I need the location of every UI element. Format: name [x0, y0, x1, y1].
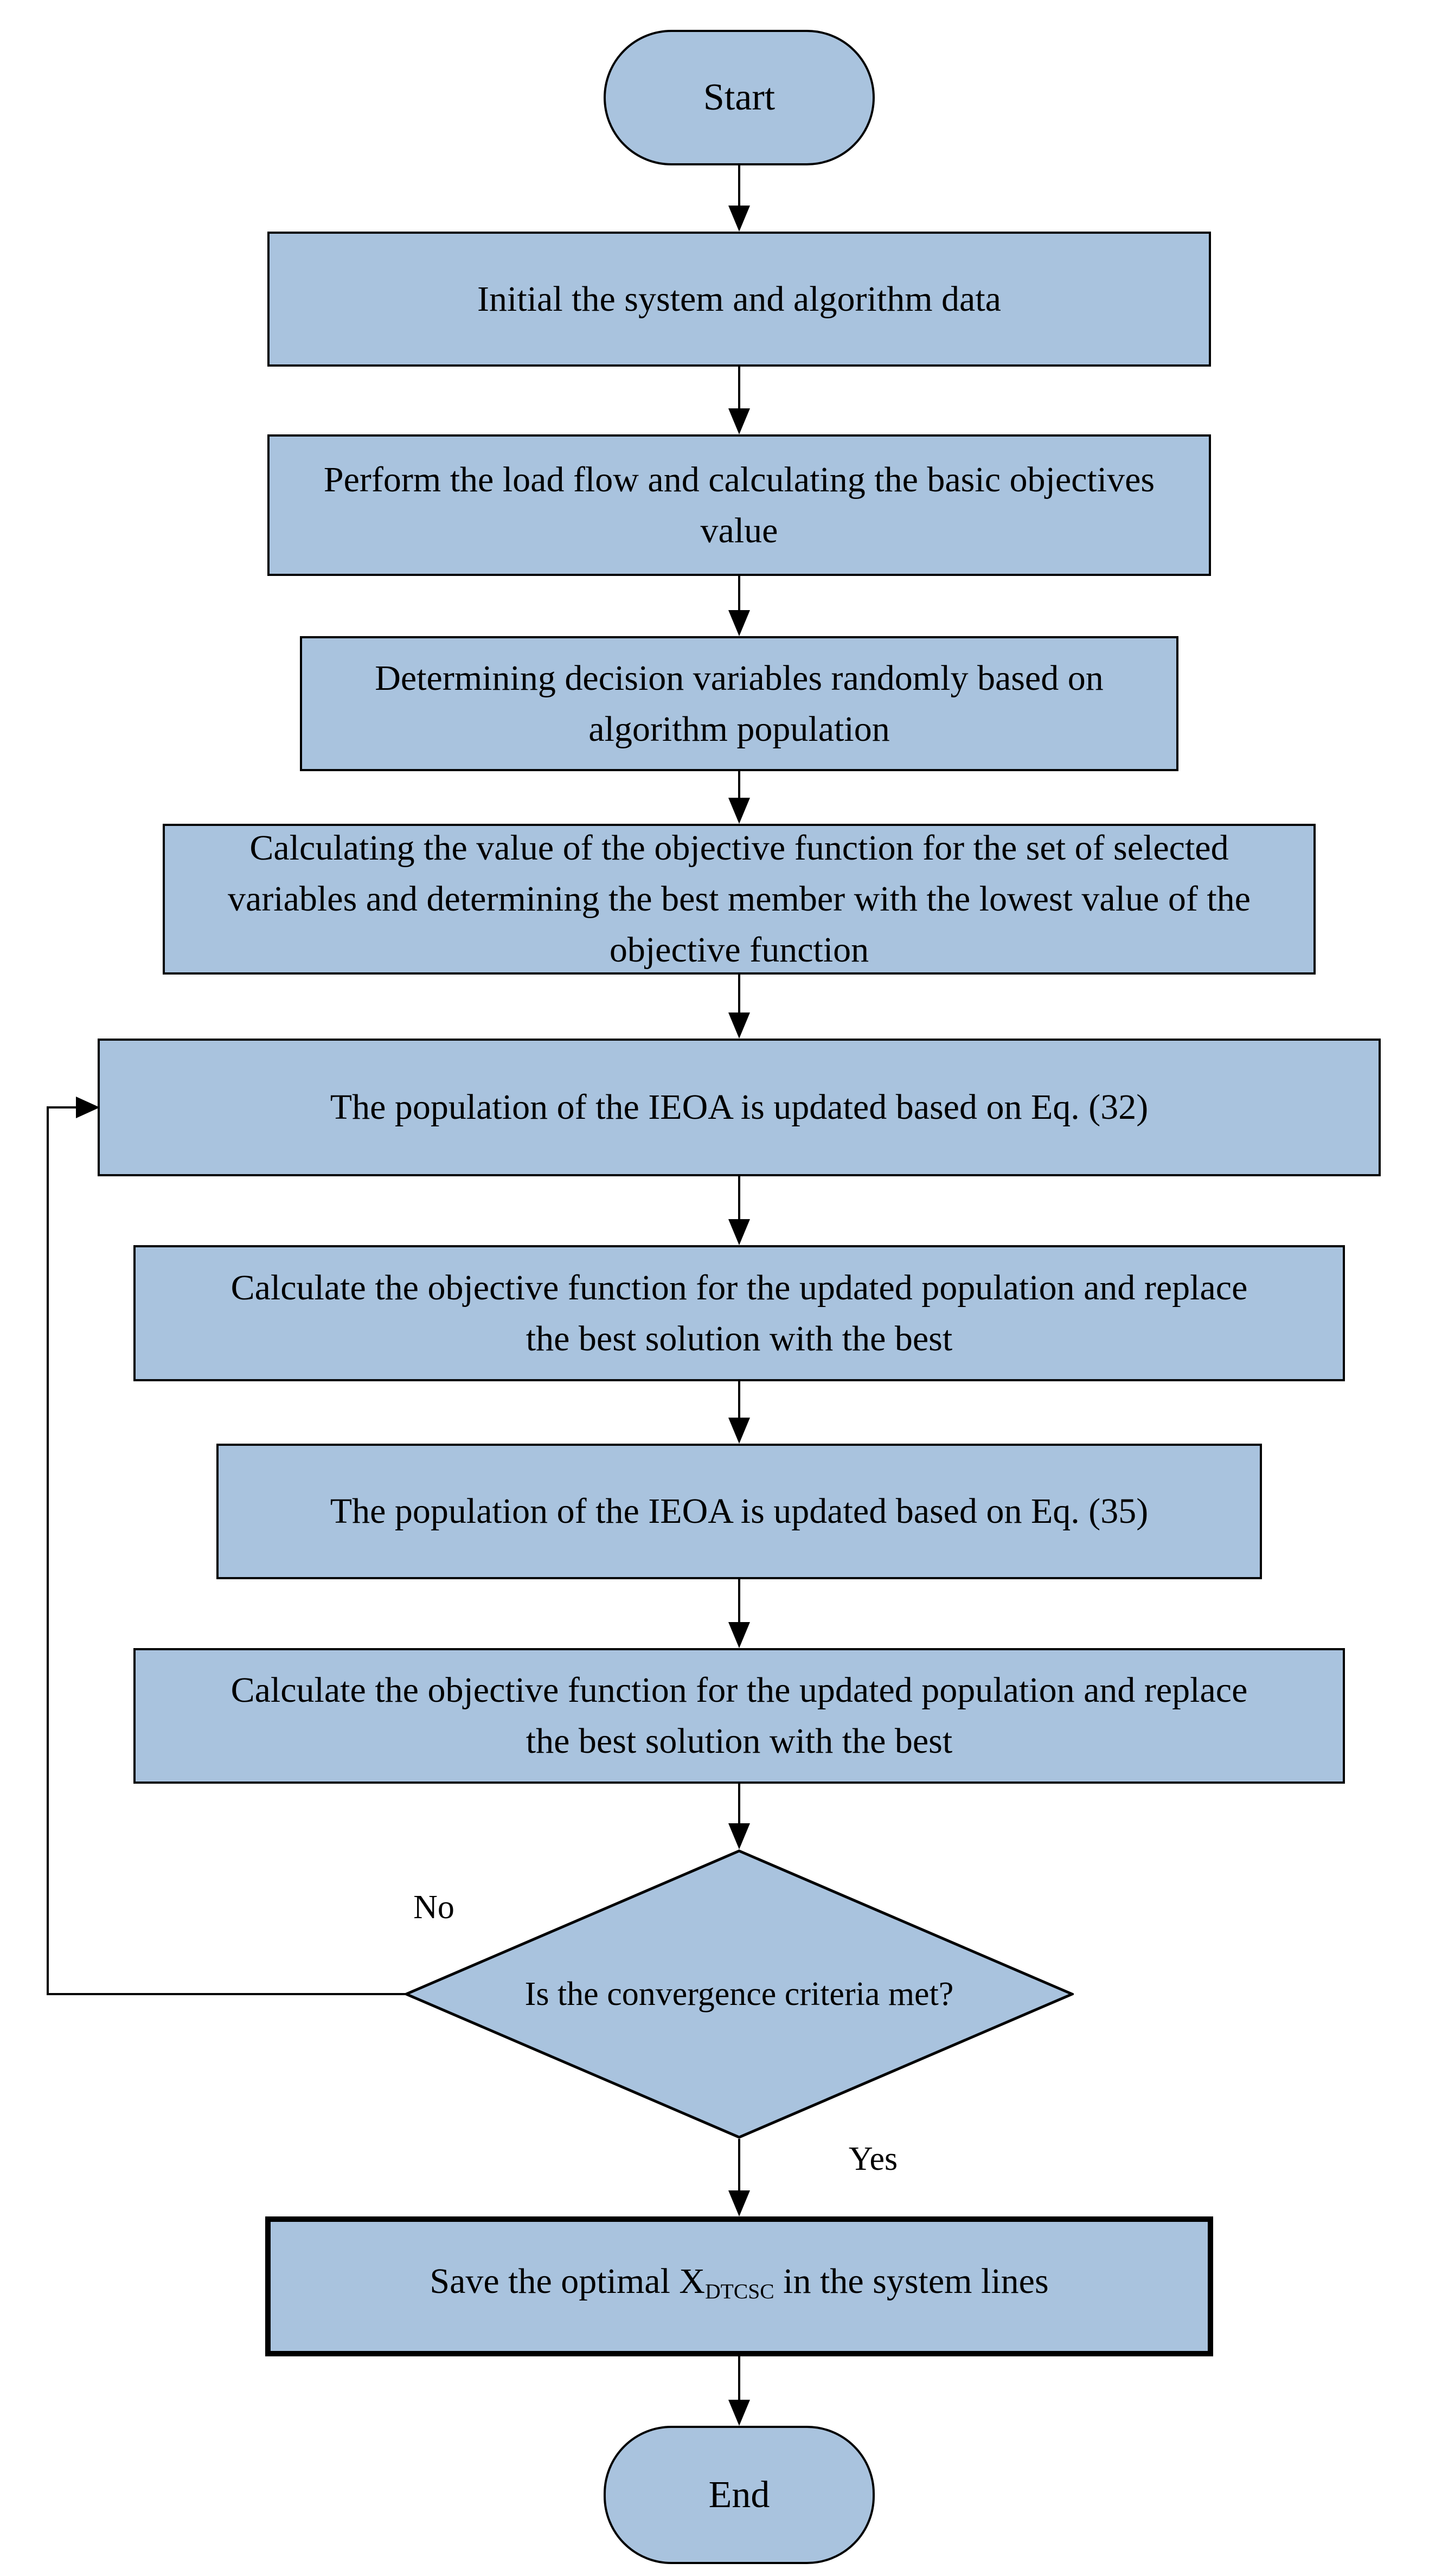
arrow-down-icon — [728, 1622, 750, 1648]
arrow-down-icon — [728, 798, 750, 824]
node-convergence-diamond — [405, 1849, 1074, 2139]
connector-save-end — [738, 2356, 740, 2400]
node-replace-best-2: Calculate the objective function for the… — [133, 1648, 1345, 1784]
connector-replace2-decision — [738, 1784, 740, 1823]
node-convergence-label: Is the convergence criteria met? — [524, 1975, 954, 2013]
node-calc-objective-line2: variables and determining the best membe… — [228, 879, 1251, 919]
connector-calc-eq32 — [738, 975, 740, 1013]
edge-label-yes: Yes — [848, 2141, 898, 2177]
node-decision-vars: Determining decision variables randomly … — [300, 636, 1178, 771]
node-decision-vars-line2: algorithm population — [588, 709, 890, 749]
node-update-eq35: The population of the IEOA is updated ba… — [216, 1444, 1262, 1579]
edge-label-no: No — [413, 1889, 454, 1926]
node-calc-objective-line3: objective function — [609, 930, 869, 970]
connector-no-vertical — [47, 1106, 49, 1995]
node-end-label: End — [708, 2474, 770, 2516]
arrow-down-icon — [728, 1418, 750, 1444]
connector-no-horizontal — [47, 1993, 407, 1995]
connector-vars-calc — [738, 771, 740, 798]
arrow-down-icon — [728, 1823, 750, 1849]
arrow-down-icon — [728, 1219, 750, 1245]
save-label-subscript: DTCSC — [705, 2279, 774, 2303]
node-replace-best-1-line1: Calculate the objective function for the… — [230, 1267, 1248, 1308]
arrow-down-icon — [728, 206, 750, 232]
node-start: Start — [604, 30, 875, 165]
arrow-right-icon — [76, 1097, 100, 1118]
node-update-eq32: The population of the IEOA is updated ba… — [98, 1039, 1381, 1176]
arrow-down-icon — [728, 2400, 750, 2426]
node-save-optimal-label: Save the optimal XDTCSC in the system li… — [430, 2256, 1048, 2317]
node-save-optimal: Save the optimal XDTCSC in the system li… — [265, 2216, 1213, 2356]
connector-eq35-replace2 — [738, 1579, 740, 1622]
connector-no-return — [47, 1106, 78, 1108]
save-label-pre: Save the optimal X — [430, 2261, 706, 2302]
connector-eq32-replace1 — [738, 1176, 740, 1219]
node-load-flow-line1: Perform the load flow and calculating th… — [323, 459, 1155, 499]
node-replace-best-2-line2: the best solution with the best — [526, 1721, 953, 1761]
arrow-down-icon — [728, 408, 750, 434]
arrow-down-icon — [728, 1013, 750, 1039]
node-calc-objective: Calculating the value of the objective f… — [163, 824, 1316, 975]
node-update-eq32-label: The population of the IEOA is updated ba… — [330, 1087, 1149, 1127]
node-load-flow: Perform the load flow and calculating th… — [267, 434, 1211, 576]
diamond-shape — [405, 1849, 1074, 2139]
connector-loadflow-vars — [738, 576, 740, 610]
connector-decision-save — [738, 2139, 740, 2190]
node-end: End — [604, 2426, 875, 2564]
node-init-data-label: Initial the system and algorithm data — [477, 279, 1001, 319]
node-calc-objective-line1: Calculating the value of the objective f… — [249, 828, 1229, 868]
arrow-down-icon — [728, 610, 750, 636]
node-decision-vars-line1: Determining decision variables randomly … — [375, 658, 1104, 698]
node-update-eq35-label: The population of the IEOA is updated ba… — [330, 1491, 1149, 1531]
connector-init-loadflow — [738, 367, 740, 408]
node-replace-best-1: Calculate the objective function for the… — [133, 1245, 1345, 1381]
node-start-label: Start — [703, 76, 776, 118]
node-replace-best-1-line2: the best solution with the best — [526, 1318, 953, 1359]
node-init-data: Initial the system and algorithm data — [267, 232, 1211, 367]
connector-replace1-eq35 — [738, 1381, 740, 1418]
save-label-post: in the system lines — [774, 2261, 1049, 2302]
node-replace-best-2-line1: Calculate the objective function for the… — [230, 1670, 1248, 1710]
connector-start-init — [738, 165, 740, 206]
arrow-down-icon — [728, 2190, 750, 2216]
node-load-flow-line2: value — [700, 510, 778, 550]
